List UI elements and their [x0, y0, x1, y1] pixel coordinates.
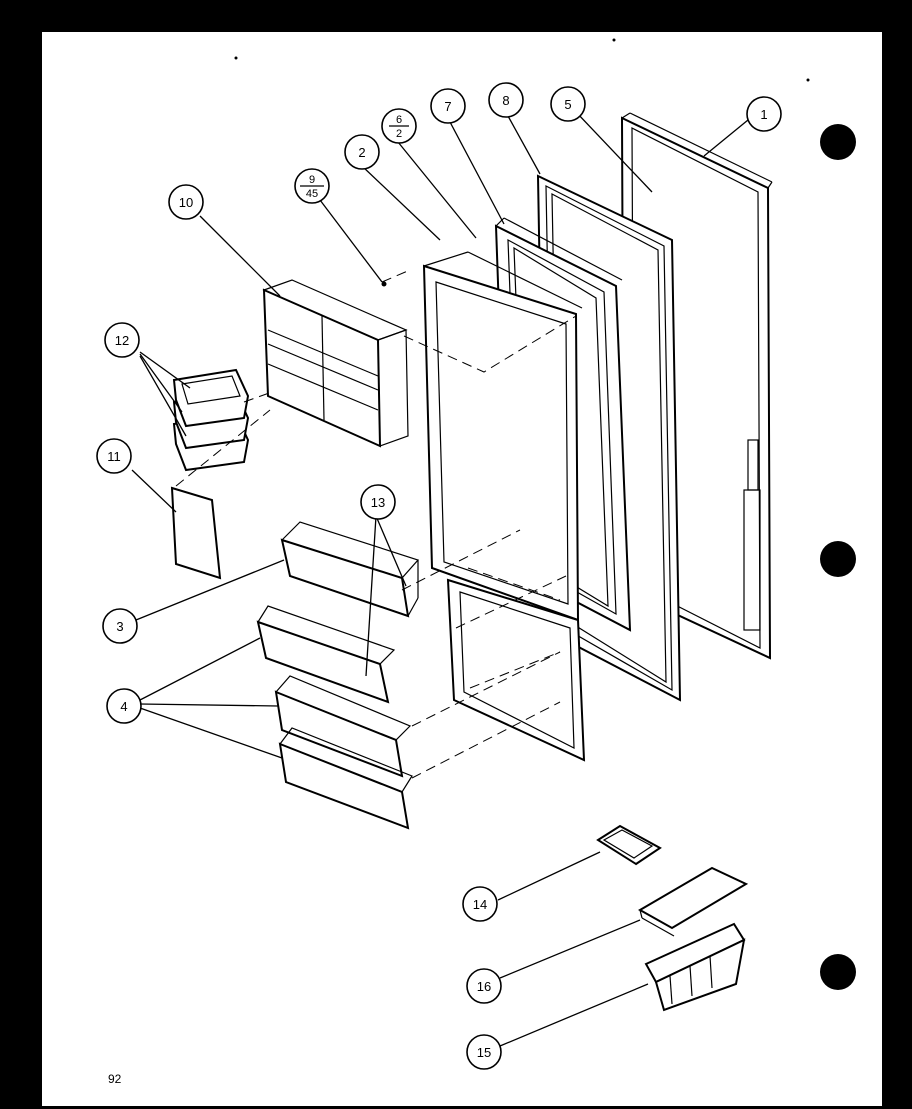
callout-1: 1	[746, 96, 782, 132]
svg-text:16: 16	[477, 979, 491, 994]
svg-text:12: 12	[115, 333, 129, 348]
callout-6-2: 6 2	[381, 108, 417, 144]
part-stacked-containers	[172, 368, 250, 472]
svg-text:10: 10	[179, 195, 193, 210]
svg-text:3: 3	[116, 619, 123, 634]
part-ice-bin	[644, 922, 746, 1012]
part-small-tray	[596, 824, 662, 866]
speck	[234, 56, 238, 60]
part-shelf-frame	[262, 279, 409, 448]
part-breaker-strip	[422, 251, 586, 762]
svg-text:45: 45	[306, 188, 318, 200]
part-small-panel	[170, 486, 222, 580]
speck	[612, 38, 616, 42]
callout-3: 3	[102, 608, 138, 644]
alignment-lines	[175, 269, 577, 779]
speck	[806, 78, 810, 82]
svg-text:2: 2	[358, 145, 365, 160]
svg-text:6: 6	[396, 114, 402, 126]
svg-text:7: 7	[444, 99, 451, 114]
svg-text:11: 11	[107, 449, 121, 464]
punch-hole-top	[820, 124, 856, 160]
part-cover	[637, 866, 749, 937]
svg-text:13: 13	[371, 495, 385, 510]
svg-text:8: 8	[502, 93, 509, 108]
leader-lines	[131, 111, 749, 1047]
svg-text:1: 1	[760, 107, 767, 122]
svg-text:2: 2	[396, 128, 402, 140]
callout-4: 4	[106, 688, 142, 724]
callout-5: 5	[550, 86, 586, 122]
callout-15: 15	[466, 1034, 502, 1070]
callout-11: 11	[96, 438, 132, 474]
page-number: 92	[108, 1072, 122, 1086]
part-door-shelf	[280, 521, 420, 618]
callout-16: 16	[466, 968, 502, 1004]
callout-2: 2	[344, 134, 380, 170]
svg-text:9: 9	[309, 174, 315, 186]
punch-hole-bottom	[820, 954, 856, 990]
svg-text:5: 5	[564, 97, 571, 112]
svg-text:15: 15	[477, 1045, 491, 1060]
callout-9-45: 9 45	[294, 168, 330, 204]
screw-part-9	[381, 281, 387, 287]
svg-text:14: 14	[473, 897, 487, 912]
callout-10: 10	[168, 184, 204, 220]
callout-13: 13	[360, 484, 396, 520]
part-door-bins	[256, 605, 413, 830]
callout-12: 12	[104, 322, 140, 358]
callout-8: 8	[488, 82, 524, 118]
punch-hole-middle	[820, 541, 856, 577]
callout-7: 7	[430, 88, 466, 124]
svg-text:4: 4	[120, 699, 127, 714]
callout-14: 14	[462, 886, 498, 922]
